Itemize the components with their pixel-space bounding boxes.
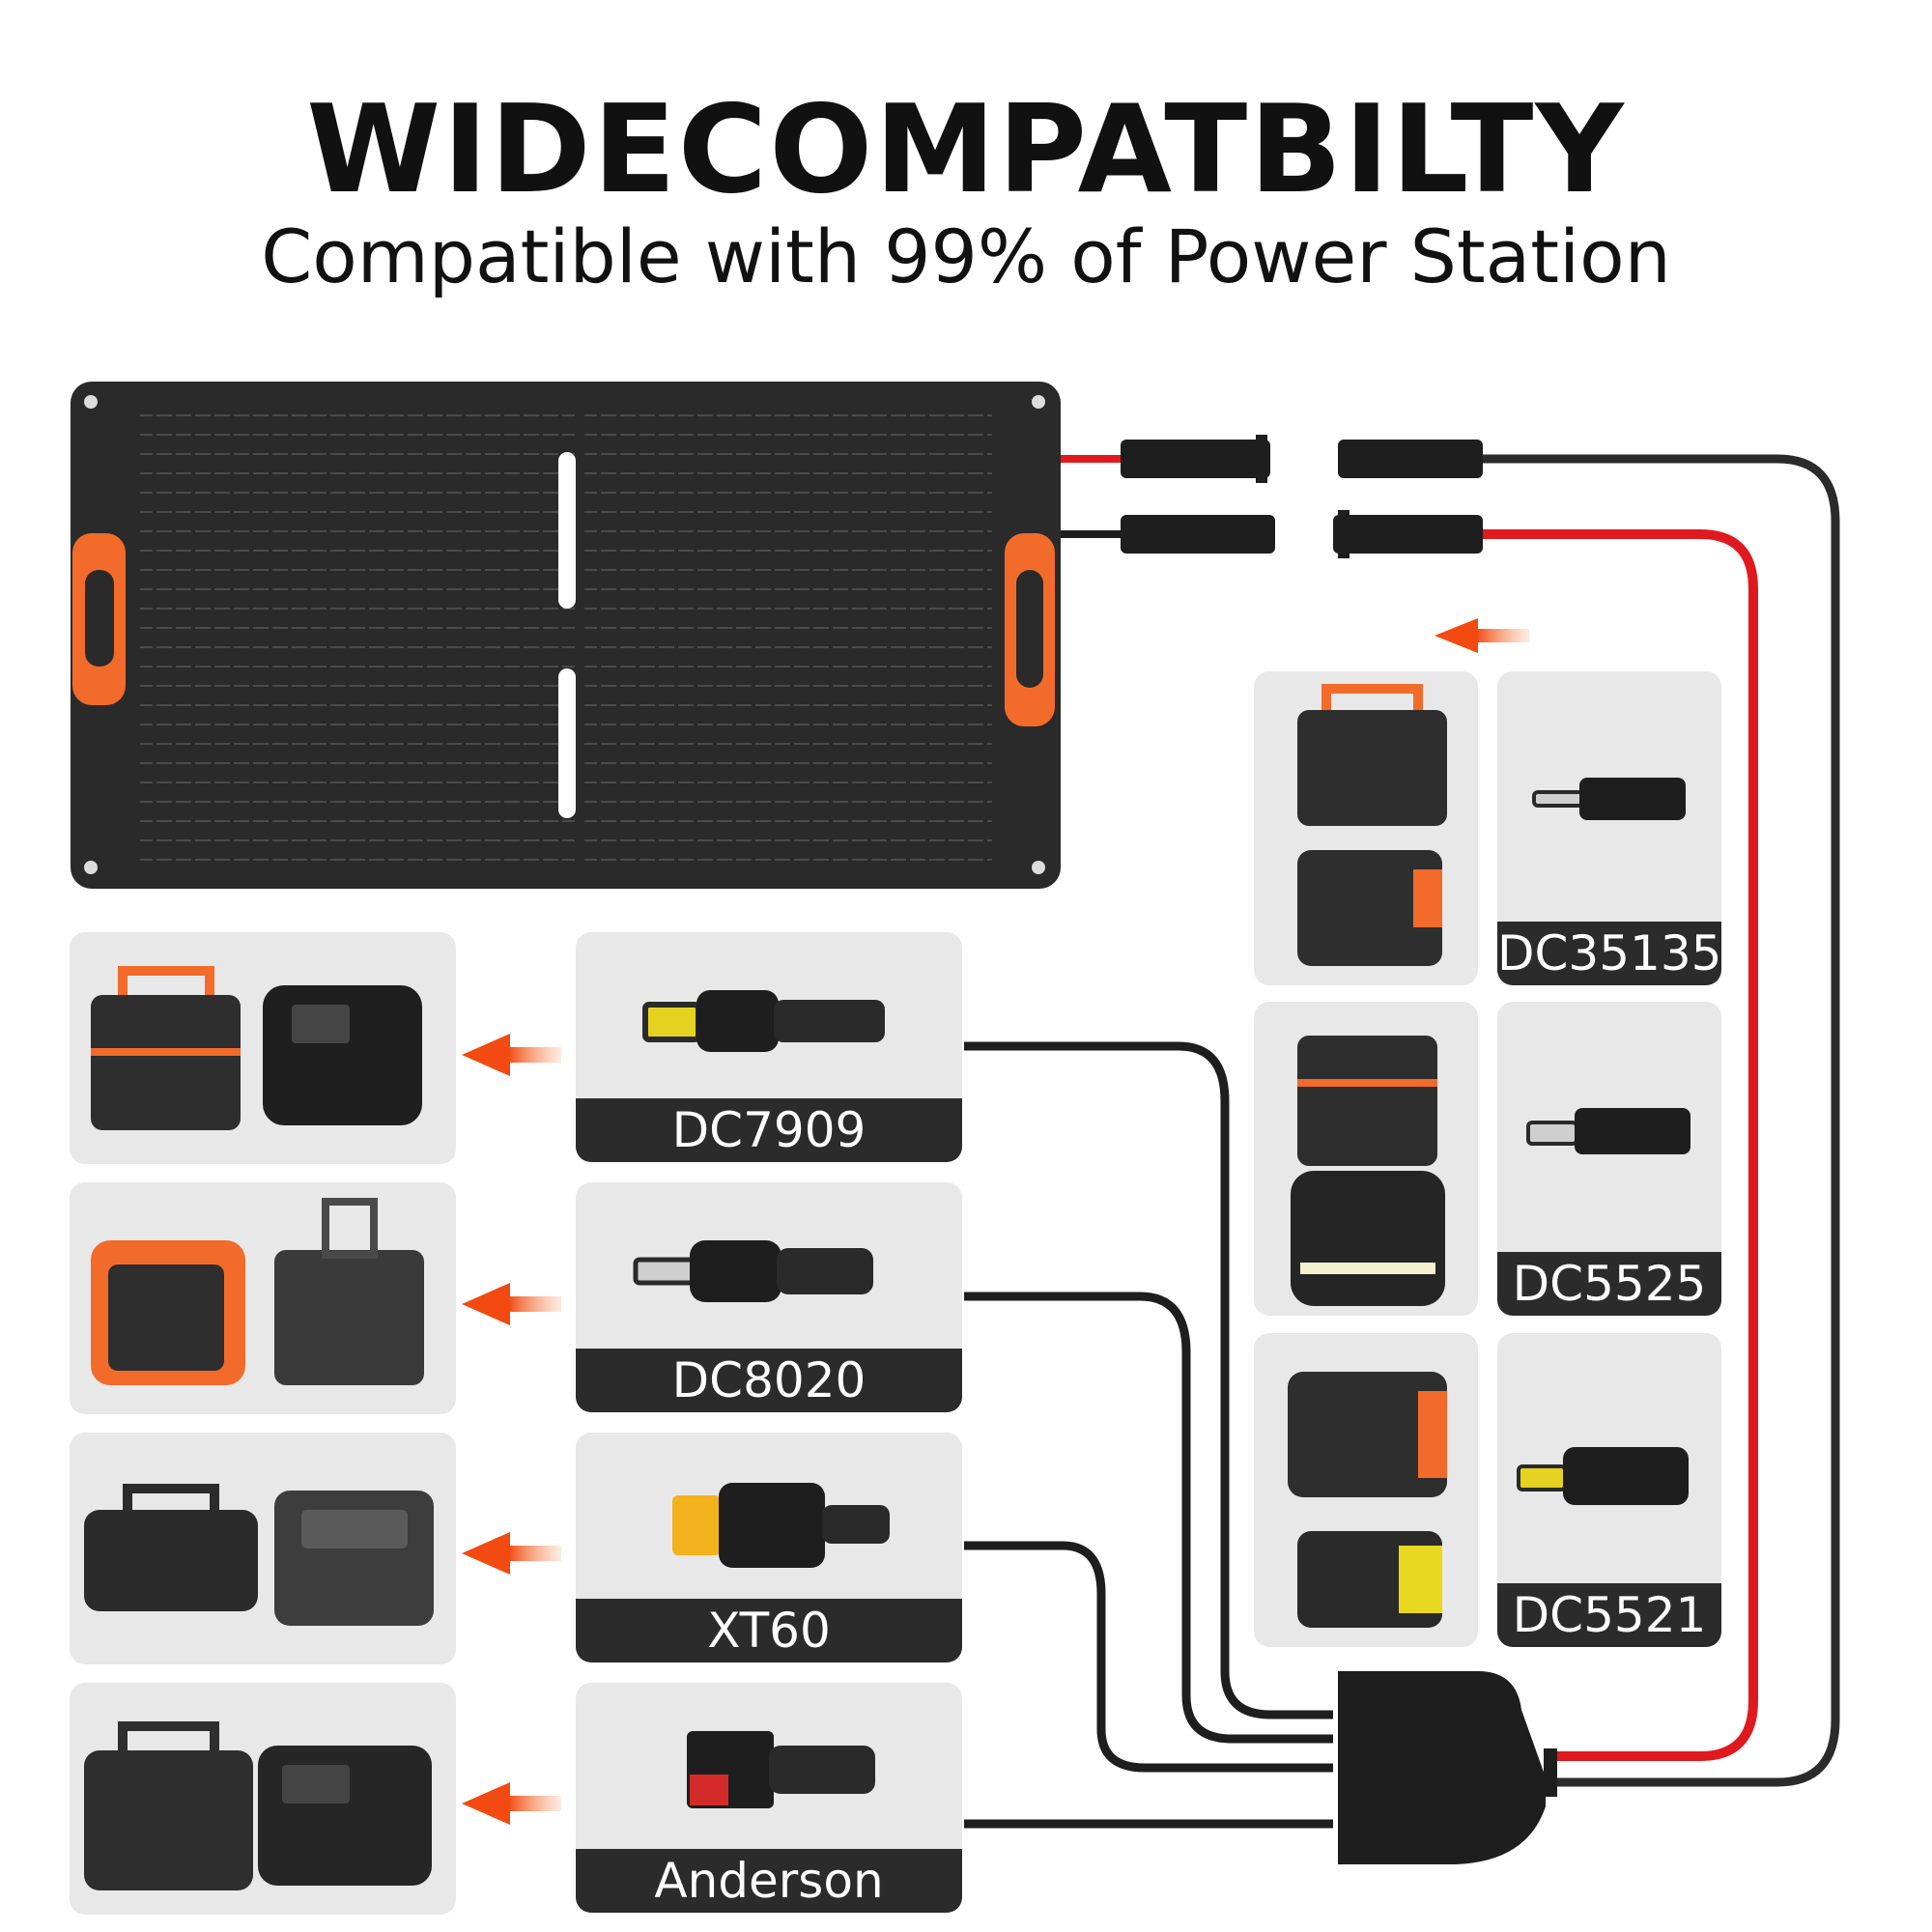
panel-handle-left: [72, 533, 126, 705]
splitter-hub: [1338, 1671, 1557, 1864]
device-tile-xt60: [70, 1433, 456, 1664]
power-station-icon: [91, 966, 422, 1130]
device-tile-dc35135: [1254, 671, 1478, 985]
mc4-connector-cable: [1333, 440, 1483, 558]
page-subtitle: Compatible with 99% of Power Station: [261, 213, 1671, 299]
panel-handle-right: [1005, 533, 1055, 726]
black-main-cable: [1483, 454, 1840, 1787]
dc8020-plug-icon: [633, 1240, 873, 1302]
xt60-plug-icon: [672, 1483, 890, 1568]
dc7909-plug-icon: [642, 990, 885, 1052]
power-station-icon: [84, 1484, 434, 1626]
connector-tile-dc35135: DC35135: [1497, 671, 1721, 985]
dc5525-plug-icon: [1526, 1108, 1690, 1154]
connector-label: DC5525: [1497, 1252, 1721, 1316]
connector-label: XT60: [576, 1599, 962, 1662]
connector-tile-dc5525: DC5525: [1497, 1002, 1721, 1316]
device-tile-dc7909: [70, 932, 456, 1164]
device-tile-dc5525: [1254, 1002, 1478, 1316]
device-tile-dc8020: [70, 1182, 456, 1414]
connector-label: Anderson: [576, 1849, 962, 1913]
connector-label: DC8020: [576, 1349, 962, 1412]
connector-tile-anderson: Anderson: [576, 1683, 962, 1913]
page-title: WIDECOMPATBILTY: [306, 78, 1626, 220]
connector-tile-xt60: XT60: [576, 1433, 962, 1662]
device-tile-dc5521: [1254, 1333, 1478, 1647]
dc35135-plug-icon: [1532, 778, 1686, 820]
power-station-icon: [91, 1198, 424, 1385]
solar-panel: [71, 382, 1061, 889]
connector-tile-dc5521: DC5521: [1497, 1333, 1721, 1647]
power-station-icon: [1288, 1372, 1447, 1628]
connector-label: DC35135: [1497, 922, 1721, 985]
device-tile-anderson: [70, 1683, 456, 1915]
mc4-connector-panel: [1061, 435, 1275, 554]
red-main-cable: [1483, 529, 1758, 1761]
connector-tile-dc7909: DC7909: [576, 932, 962, 1162]
power-station-icon: [1291, 1036, 1445, 1306]
connector-label: DC5521: [1497, 1583, 1721, 1647]
power-station-icon: [84, 1721, 432, 1890]
arrow-icon: [462, 618, 1529, 1825]
anderson-plug-icon: [687, 1731, 875, 1808]
power-station-icon: [1297, 684, 1447, 966]
dc5521-plug-icon: [1517, 1447, 1689, 1505]
connector-label: DC7909: [576, 1098, 962, 1162]
connector-tile-dc8020: DC8020: [576, 1182, 962, 1412]
